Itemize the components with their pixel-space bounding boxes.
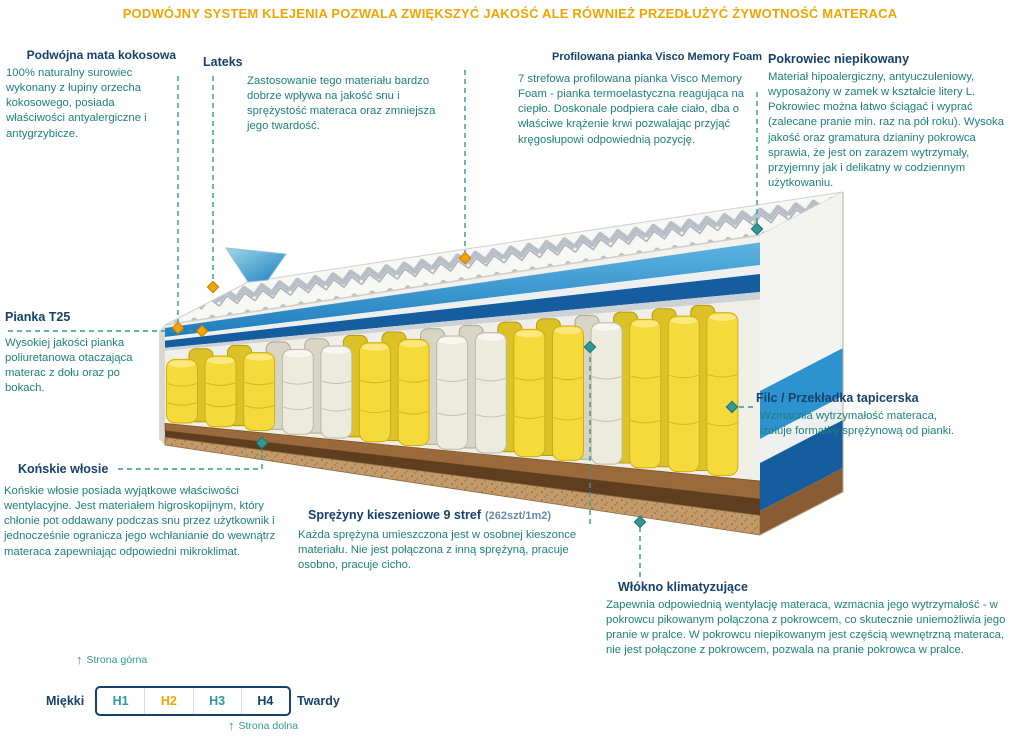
climate-title: Włókno klimatyzujące bbox=[618, 580, 748, 594]
pocket-springs bbox=[166, 304, 739, 476]
layer-felt bbox=[165, 292, 760, 351]
label-latex-title: Lateks bbox=[203, 55, 243, 69]
label-climate-fiber: Włókno klimatyzujące Zapewnia odpowiedni… bbox=[606, 580, 1018, 659]
climate-description: Zapewnia odpowiednią wentylację materaca… bbox=[606, 599, 1006, 657]
latex-description: Zastosowanie tego materiału bardzo dobrz… bbox=[247, 75, 436, 133]
layer-foam-white bbox=[165, 265, 760, 341]
arrow-up-icon: ↑ bbox=[228, 718, 235, 733]
side-base-band bbox=[760, 468, 843, 535]
hardness-level-h2: H2 bbox=[144, 688, 192, 714]
coconut-mat-description: 100% naturalny surowiec wykonany z łupin… bbox=[6, 67, 147, 140]
label-visco-desc: 7 strefowa profilowana pianka Visco Memo… bbox=[518, 68, 750, 148]
cover-title: Pokrowiec niepikowany bbox=[768, 52, 910, 66]
bottom-side-note: ↑ Strona dolna bbox=[228, 718, 298, 733]
felt-title: Filc / Przekładka tapicerska bbox=[756, 391, 919, 405]
layer-latex bbox=[165, 242, 760, 337]
side-outline bbox=[759, 192, 844, 536]
label-pocket-springs: Sprężyny kieszeniowe 9 stref (262szt/1m2)… bbox=[298, 506, 598, 573]
foam-t25-description: Wysokiej jakości pianka poliuretanowa ot… bbox=[5, 337, 133, 395]
hard-label: Twardy bbox=[297, 694, 340, 708]
soft-label: Miękki bbox=[46, 694, 85, 708]
horsehair-description: Końskie włosie posiada wyjątkowe właściw… bbox=[4, 485, 276, 558]
top-front-edge bbox=[164, 234, 761, 326]
coconut-mat-title: Podwójna mata kokosowa bbox=[26, 48, 176, 62]
side-blue-band bbox=[760, 348, 843, 439]
side-white-band bbox=[760, 396, 843, 463]
springs-title: Sprężyny kieszeniowe 9 stref bbox=[308, 508, 481, 522]
top-side-label: Strona górna bbox=[86, 653, 148, 666]
visco-description: 7 strefowa profilowana pianka Visco Memo… bbox=[518, 73, 745, 146]
hardness-level-h3: H3 bbox=[192, 688, 241, 714]
label-foam-t25: Pianka T25 Wysokiej jakości pianka poliu… bbox=[5, 310, 165, 397]
label-latex-desc: Zastosowanie tego materiału bardzo dobrz… bbox=[247, 70, 452, 135]
foam-t25-title: Pianka T25 bbox=[5, 310, 71, 324]
label-coconut-mat: Podwójna mata kokosowa 100% naturalny su… bbox=[6, 48, 176, 142]
cover-description: Materiał hipoalergiczny, antyuczuleniowy… bbox=[768, 71, 1004, 189]
top-side-note: ↑ Strona górna bbox=[76, 652, 147, 667]
horsehair-title: Końskie włosie bbox=[18, 462, 109, 476]
label-cover: Pokrowiec niepikowany Materiał hipoalerg… bbox=[768, 52, 1014, 191]
springs-description: Każda sprężyna umieszczona jest w osobne… bbox=[298, 529, 577, 572]
hardness-level-h1: H1 bbox=[112, 694, 129, 708]
layer-visco bbox=[165, 274, 760, 348]
felt-description: Wzmacnia wytrzymałość materaca, izoluje … bbox=[760, 410, 955, 438]
side-dark-blue-band bbox=[760, 420, 843, 511]
label-felt: Filc / Przekładka tapicerska Wzmacnia wy… bbox=[756, 391, 1006, 439]
springs-title-suffix: (262szt/1m2) bbox=[485, 510, 552, 522]
visco-title: Profilowana pianka Visco Memory Foam bbox=[552, 51, 763, 63]
side-cover-white bbox=[760, 192, 843, 391]
mattress-illustration bbox=[159, 191, 844, 536]
label-horsehair: Końskie włosie Końskie włosie posiada wy… bbox=[4, 462, 312, 560]
mattress-left-edge bbox=[159, 325, 165, 445]
cover-fold bbox=[225, 247, 287, 283]
arrow-up-icon: ↑ bbox=[76, 652, 83, 667]
hardness-level-h4: H4 bbox=[240, 688, 289, 714]
layer-coconut-mat-2 bbox=[165, 430, 760, 516]
top-banner-text: PODWÓJNY SYSTEM KLEJENIA POZWALA ZWIĘKSZ… bbox=[122, 6, 898, 21]
bottom-side-label: Strona dolna bbox=[238, 719, 299, 732]
latex-title: Lateks bbox=[203, 55, 243, 69]
label-visco-title: Profilowana pianka Visco Memory Foam bbox=[552, 51, 762, 63]
